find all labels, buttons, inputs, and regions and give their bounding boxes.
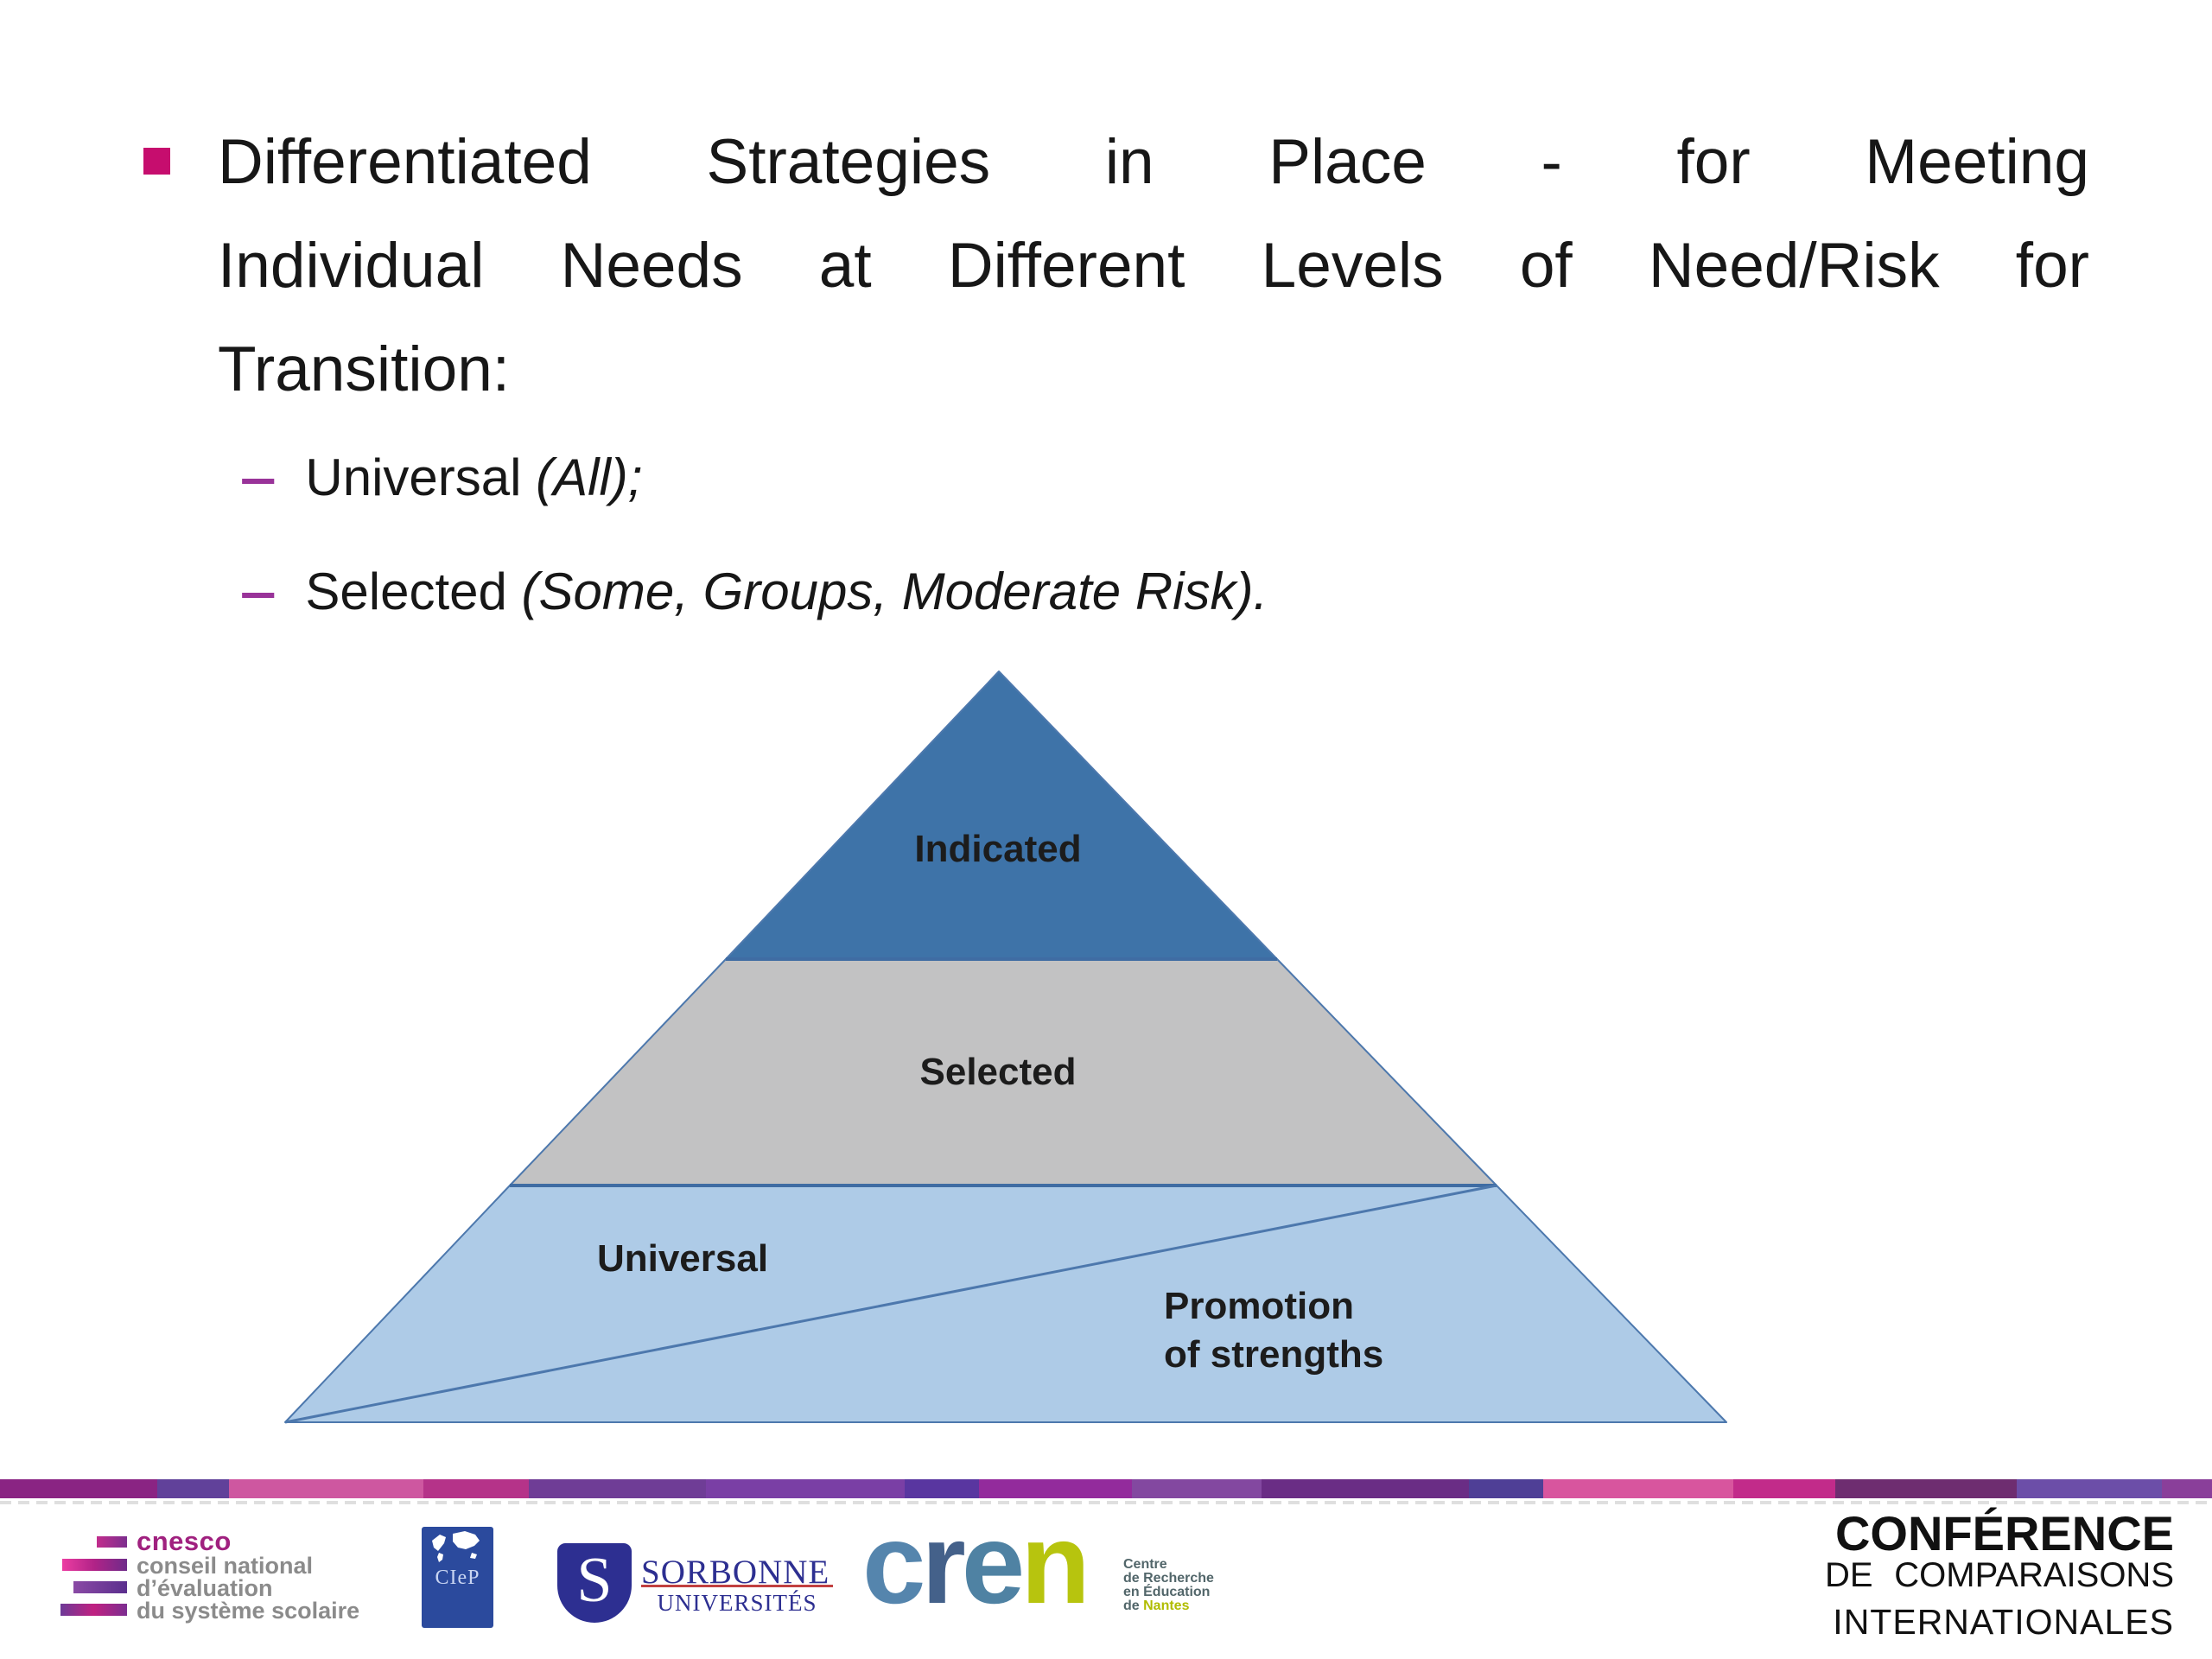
cren-caption-line: de Nantes — [1123, 1599, 1214, 1613]
cnesco-bar-icon — [62, 1559, 127, 1571]
conference-title-line: CONFÉRENCE — [1834, 1506, 2174, 1560]
stripe-segment — [2017, 1479, 2162, 1498]
cren-caption-city: Nantes — [1143, 1599, 1190, 1613]
pyramid-label-universal: Universal — [596, 1237, 769, 1280]
cren-letter: e — [961, 1500, 1025, 1627]
promotion-line-1: Promotion — [1164, 1285, 1354, 1327]
cren-caption: Centre de Recherche en Éducation de Nant… — [1123, 1558, 1214, 1613]
cren-caption-line: de Recherche — [1123, 1571, 1214, 1586]
sub-bullet-universal: –Universal (All); — [240, 448, 643, 507]
stripe-segment — [905, 1479, 979, 1498]
stripe-segment — [2162, 1479, 2212, 1498]
thin-divider-line — [0, 1501, 2212, 1504]
cren-letter: r — [921, 1500, 965, 1627]
pyramid-label-indicated: Indicated — [914, 828, 1082, 870]
cren-letter: n — [1020, 1500, 1090, 1627]
cnesco-bar-icon — [97, 1536, 127, 1548]
pyramid-level-universal — [284, 1185, 1727, 1423]
sorbonne-shield-icon: S — [557, 1543, 632, 1623]
bullet-marker — [143, 148, 170, 175]
ciep-logo: CIeP — [422, 1527, 493, 1628]
stripe-segment — [229, 1479, 423, 1498]
pyramid-level-indicated — [725, 671, 1278, 960]
stripe-segment — [0, 1479, 157, 1498]
stripe-segment — [1733, 1479, 1835, 1498]
sub-bullet-selected: –Selected (Some, Groups, Moderate Risk). — [240, 562, 1268, 621]
slide-title: Differentiated Strategies in Place - for… — [218, 111, 2089, 422]
stripe-segment — [1835, 1479, 2017, 1498]
sorbonne-monogram: S — [576, 1544, 613, 1616]
sorbonne-logo-name: SORBONNE — [641, 1554, 830, 1591]
title-line-2: Individual Needs at Different Levels of … — [218, 231, 2089, 301]
sub-bullet-italic: (All); — [536, 448, 643, 506]
stripe-segment — [423, 1479, 529, 1498]
dash-icon: – — [239, 563, 276, 620]
stripe-segment — [979, 1479, 1132, 1498]
cren-caption-prefix: de — [1123, 1599, 1144, 1613]
cnesco-caption: du système scolaire — [137, 1598, 360, 1624]
title-line-3: Transition: — [218, 334, 511, 404]
cnesco-logo-name: cnesco — [137, 1526, 232, 1556]
stripe-segment — [706, 1479, 905, 1498]
stripe-segment — [157, 1479, 229, 1498]
ciep-logo-text: CIeP — [435, 1567, 480, 1589]
sub-bullet-text: Universal — [305, 448, 537, 506]
sub-bullet-italic: (Some, Groups, Moderate Risk). — [521, 563, 1268, 620]
stripe-segment — [1469, 1479, 1543, 1498]
cren-letter: c — [862, 1500, 925, 1627]
cnesco-caption: conseil national — [137, 1553, 314, 1579]
cren-caption-line: en Éducation — [1123, 1585, 1211, 1599]
dash-icon: – — [239, 448, 276, 506]
cren-caption-line: Centre — [1123, 1557, 1167, 1572]
cnesco-caption: d’évaluation — [137, 1575, 273, 1601]
pyramid-label-promotion: Promotion of strengths — [1164, 1282, 1383, 1379]
sub-bullet-text: Selected — [305, 563, 522, 620]
conference-title-line: DE COMPARAISONS — [1825, 1556, 2174, 1594]
world-map-icon — [432, 1531, 480, 1562]
pyramid-label-selected: Selected — [919, 1051, 1077, 1093]
cnesco-bar-icon — [73, 1581, 127, 1593]
cnesco-bar-icon — [60, 1604, 127, 1616]
title-line-1: Differentiated Strategies in Place - for… — [218, 127, 2089, 197]
conference-title-line: INTERNATIONALES — [1833, 1602, 2174, 1642]
sorbonne-subtitle: UNIVERSITÉS — [657, 1590, 817, 1616]
brand-stripe-bar — [0, 1479, 2212, 1498]
cren-logo: cren — [862, 1507, 1090, 1621]
stripe-segment — [1262, 1479, 1469, 1498]
stripe-segment — [529, 1479, 706, 1498]
promotion-line-2: of strengths — [1164, 1333, 1384, 1376]
stripe-segment — [1132, 1479, 1262, 1498]
sorbonne-underline — [641, 1585, 833, 1587]
stripe-segment — [1543, 1479, 1733, 1498]
